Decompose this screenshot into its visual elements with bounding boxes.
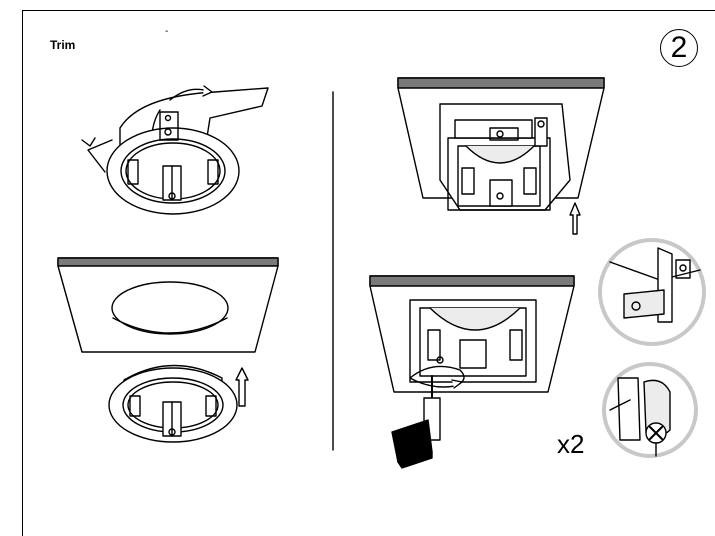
section-title: Trim (50, 38, 76, 52)
header-tick-mark: - (165, 26, 169, 37)
downlight-body (108, 364, 238, 443)
page-frame (22, 10, 715, 536)
square-trim-plate (57, 257, 279, 353)
step-number: 2 (670, 31, 688, 64)
screwdriver-icon (391, 375, 441, 469)
screw-icon (602, 362, 698, 458)
up-arrow-icon-2 (569, 202, 581, 235)
step-number-badge: 2 (660, 29, 698, 67)
trim-on-housing (397, 77, 605, 211)
downlight-with-spring-clips (87, 87, 269, 215)
clip-detail-icon (598, 238, 706, 346)
spring-clip-arrow-icon (81, 137, 96, 147)
up-arrow-icon (235, 367, 249, 407)
quantity-multiplier: x2 (557, 429, 585, 459)
trim-screw-fixing (369, 275, 575, 393)
